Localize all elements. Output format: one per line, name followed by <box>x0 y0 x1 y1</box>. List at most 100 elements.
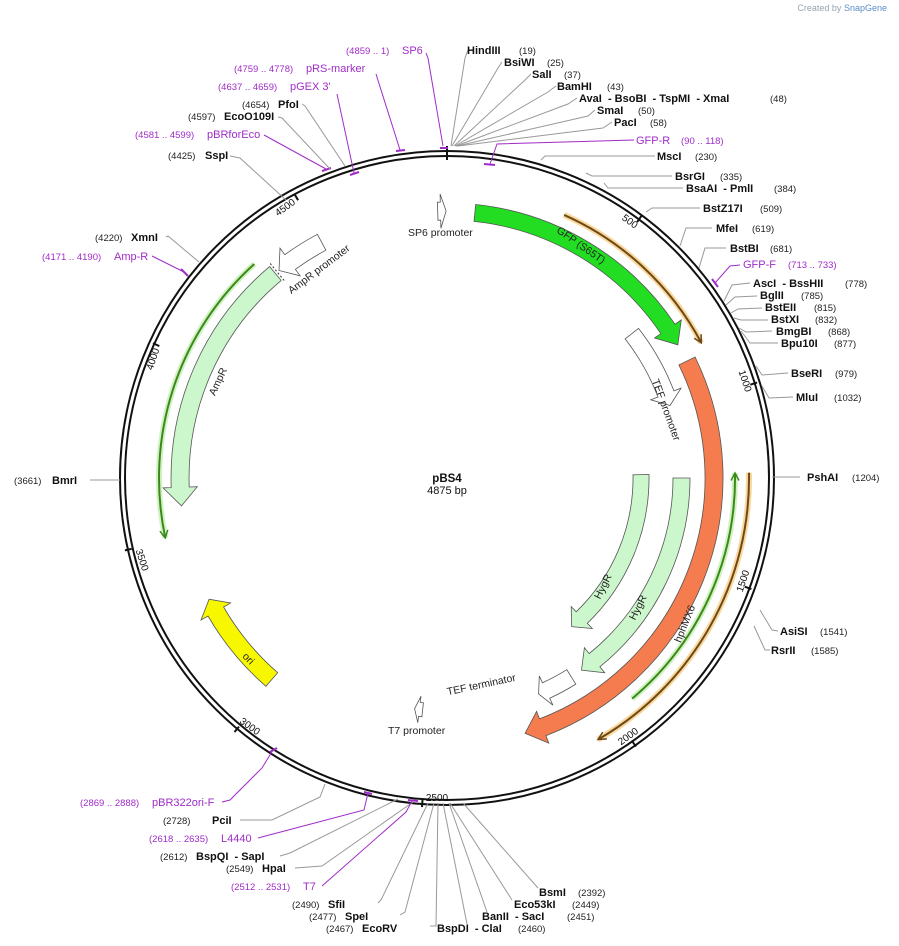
enzyme-bamhi-pos: (43) <box>607 82 624 93</box>
primer-mark-gfp-r <box>483 163 496 166</box>
leader-hpai <box>294 801 414 869</box>
enzyme-bamhi: BamHI <box>557 81 592 93</box>
primer-amp-r-pos: (4171 .. 4190) <box>42 252 101 263</box>
primer-l4440-pos: (2618 .. 2635) <box>149 834 208 845</box>
leader-bsteii <box>730 307 763 314</box>
primer-mark-pbr322ori-f <box>269 747 278 753</box>
enzyme-bmri: BmrI <box>52 475 77 487</box>
tick-4500 <box>293 193 299 201</box>
enzyme-sali-pos: (37) <box>564 70 581 81</box>
orf-ampr-green-head <box>159 529 169 540</box>
orf-hph-green <box>631 472 737 700</box>
enzyme-bglii: BglII <box>760 290 784 302</box>
enzyme-bsrgi: BsrGI <box>675 171 705 183</box>
feature-ori-arrow <box>200 598 279 687</box>
tick-label-3000: 3000 <box>237 716 262 738</box>
feature-ampr-arrow <box>162 266 282 507</box>
enzyme-hpai-pos: (2549) <box>226 864 253 875</box>
enzyme-xmni: XmnI <box>131 232 158 244</box>
enzyme-smai-pos: (50) <box>638 106 655 117</box>
enzyme-mfei: MfeI <box>716 223 738 235</box>
leader-pcii <box>240 783 326 821</box>
enzyme-sfii-pos: (2490) <box>292 900 319 911</box>
enzyme-spei-pos: (2477) <box>309 912 336 923</box>
leader-bstbi <box>698 247 726 269</box>
enzyme-bspdi-group: BspDI - ClaI <box>437 923 502 935</box>
primer-gfp-f-pos: (713 .. 733) <box>788 260 837 271</box>
orf-gfp-orange-head <box>693 334 703 345</box>
enzyme-avai-group: AvaI - BsoBI - TspMI - XmaI <box>579 93 729 105</box>
enzyme-ecoo109i: EcoO109I <box>224 111 274 123</box>
enzyme-bstbi-pos: (681) <box>770 244 792 255</box>
leader-hindiii <box>450 49 469 147</box>
primer-pgex3: pGEX 3' <box>290 81 331 93</box>
tick-2500 <box>421 800 424 808</box>
leader-mfei <box>679 227 712 247</box>
plasmid-size: 4875 bp <box>427 485 467 497</box>
leader-smai <box>456 109 596 147</box>
tick-500 <box>636 215 643 223</box>
enzyme-bsaai-group-pos: (384) <box>774 184 796 195</box>
enzyme-bstxi: BstXI <box>771 314 799 326</box>
leader-bstxi <box>733 317 768 321</box>
enzyme-rsrii-pos: (1585) <box>811 646 838 657</box>
plasmid-name: pBS4 <box>432 473 462 485</box>
enzyme-bpu10i: Bpu10I <box>781 338 818 350</box>
leader-bsrgi <box>585 172 672 177</box>
enzyme-pcii-pos: (2728) <box>163 816 190 827</box>
orf-ampr-green <box>158 263 255 539</box>
leader-bpu10i <box>740 330 778 344</box>
enzyme-bsteii: BstEII <box>765 302 796 314</box>
leader-bsmi <box>462 802 539 889</box>
enzyme-mfei-pos: (619) <box>752 224 774 235</box>
enzyme-sspi: SspI <box>205 150 228 162</box>
primer-pbr322ori-f-pos: (2869 .. 2888) <box>80 798 139 809</box>
orf-hph-green-head <box>730 471 740 481</box>
leader-asisi <box>759 609 779 632</box>
enzyme-bsiwi-pos: (25) <box>547 58 564 69</box>
primer-leader-l4440 <box>257 792 369 839</box>
enzyme-eco53ki-pos: (2449) <box>572 900 599 911</box>
primer-gfp-r-pos: (90 .. 118) <box>681 136 724 147</box>
leader-ecorv <box>430 802 439 927</box>
primer-mark-prs-marker <box>395 149 406 152</box>
primer-sp6: SP6 <box>402 45 423 57</box>
primer-leader-pgex3 <box>336 93 355 174</box>
primer-mark-t7 <box>407 799 419 802</box>
leader-sali <box>453 73 532 147</box>
enzyme-pfoi-pos: (4654) <box>242 100 269 111</box>
feature-hygr-outer-arrow <box>581 477 691 674</box>
primer-t7-pos: (2512 .. 2531) <box>231 882 290 893</box>
tick-4000 <box>152 342 160 348</box>
enzyme-asci-group-pos: (778) <box>845 279 867 290</box>
tick-label-2500: 2500 <box>426 793 449 804</box>
leader-bspqi <box>279 798 399 857</box>
enzyme-rsrii: RsrII <box>771 645 795 657</box>
primer-leader-t7 <box>321 800 413 887</box>
enzyme-ecorv: EcoRV <box>362 923 398 935</box>
tick-1000 <box>750 381 758 386</box>
leader-eco53ki <box>449 802 513 901</box>
enzyme-bsrgi-pos: (335) <box>720 172 742 183</box>
enzyme-banii-group-pos: (2451) <box>567 912 594 923</box>
enzyme-bsmi: BsmI <box>539 887 566 899</box>
feature-label-t7-promoter: T7 promoter <box>388 725 446 737</box>
leader-bglii <box>725 295 758 306</box>
leader-rsrii <box>753 625 770 651</box>
primer-leader-pbrforeco <box>263 134 327 170</box>
tick-3500 <box>124 547 132 552</box>
primer-prs-marker: pRS-marker <box>306 63 366 75</box>
leader-ecoo109i <box>277 116 331 170</box>
enzyme-asisi-pos: (1541) <box>820 627 847 638</box>
enzyme-hindiii: HindIII <box>467 45 501 57</box>
leader-xmni <box>165 235 200 263</box>
primer-pgex3-pos: (4637 .. 4659) <box>218 82 277 93</box>
orf-gfp-orange <box>563 213 703 344</box>
feature-hphmx6-arrow <box>524 356 724 744</box>
leader-msci <box>540 155 655 161</box>
enzyme-hindiii-pos: (19) <box>519 46 536 57</box>
primer-leader-sp6 <box>425 52 444 147</box>
enzyme-pshai-pos: (1204) <box>852 473 879 484</box>
feature-gfp-arrow <box>473 204 682 346</box>
